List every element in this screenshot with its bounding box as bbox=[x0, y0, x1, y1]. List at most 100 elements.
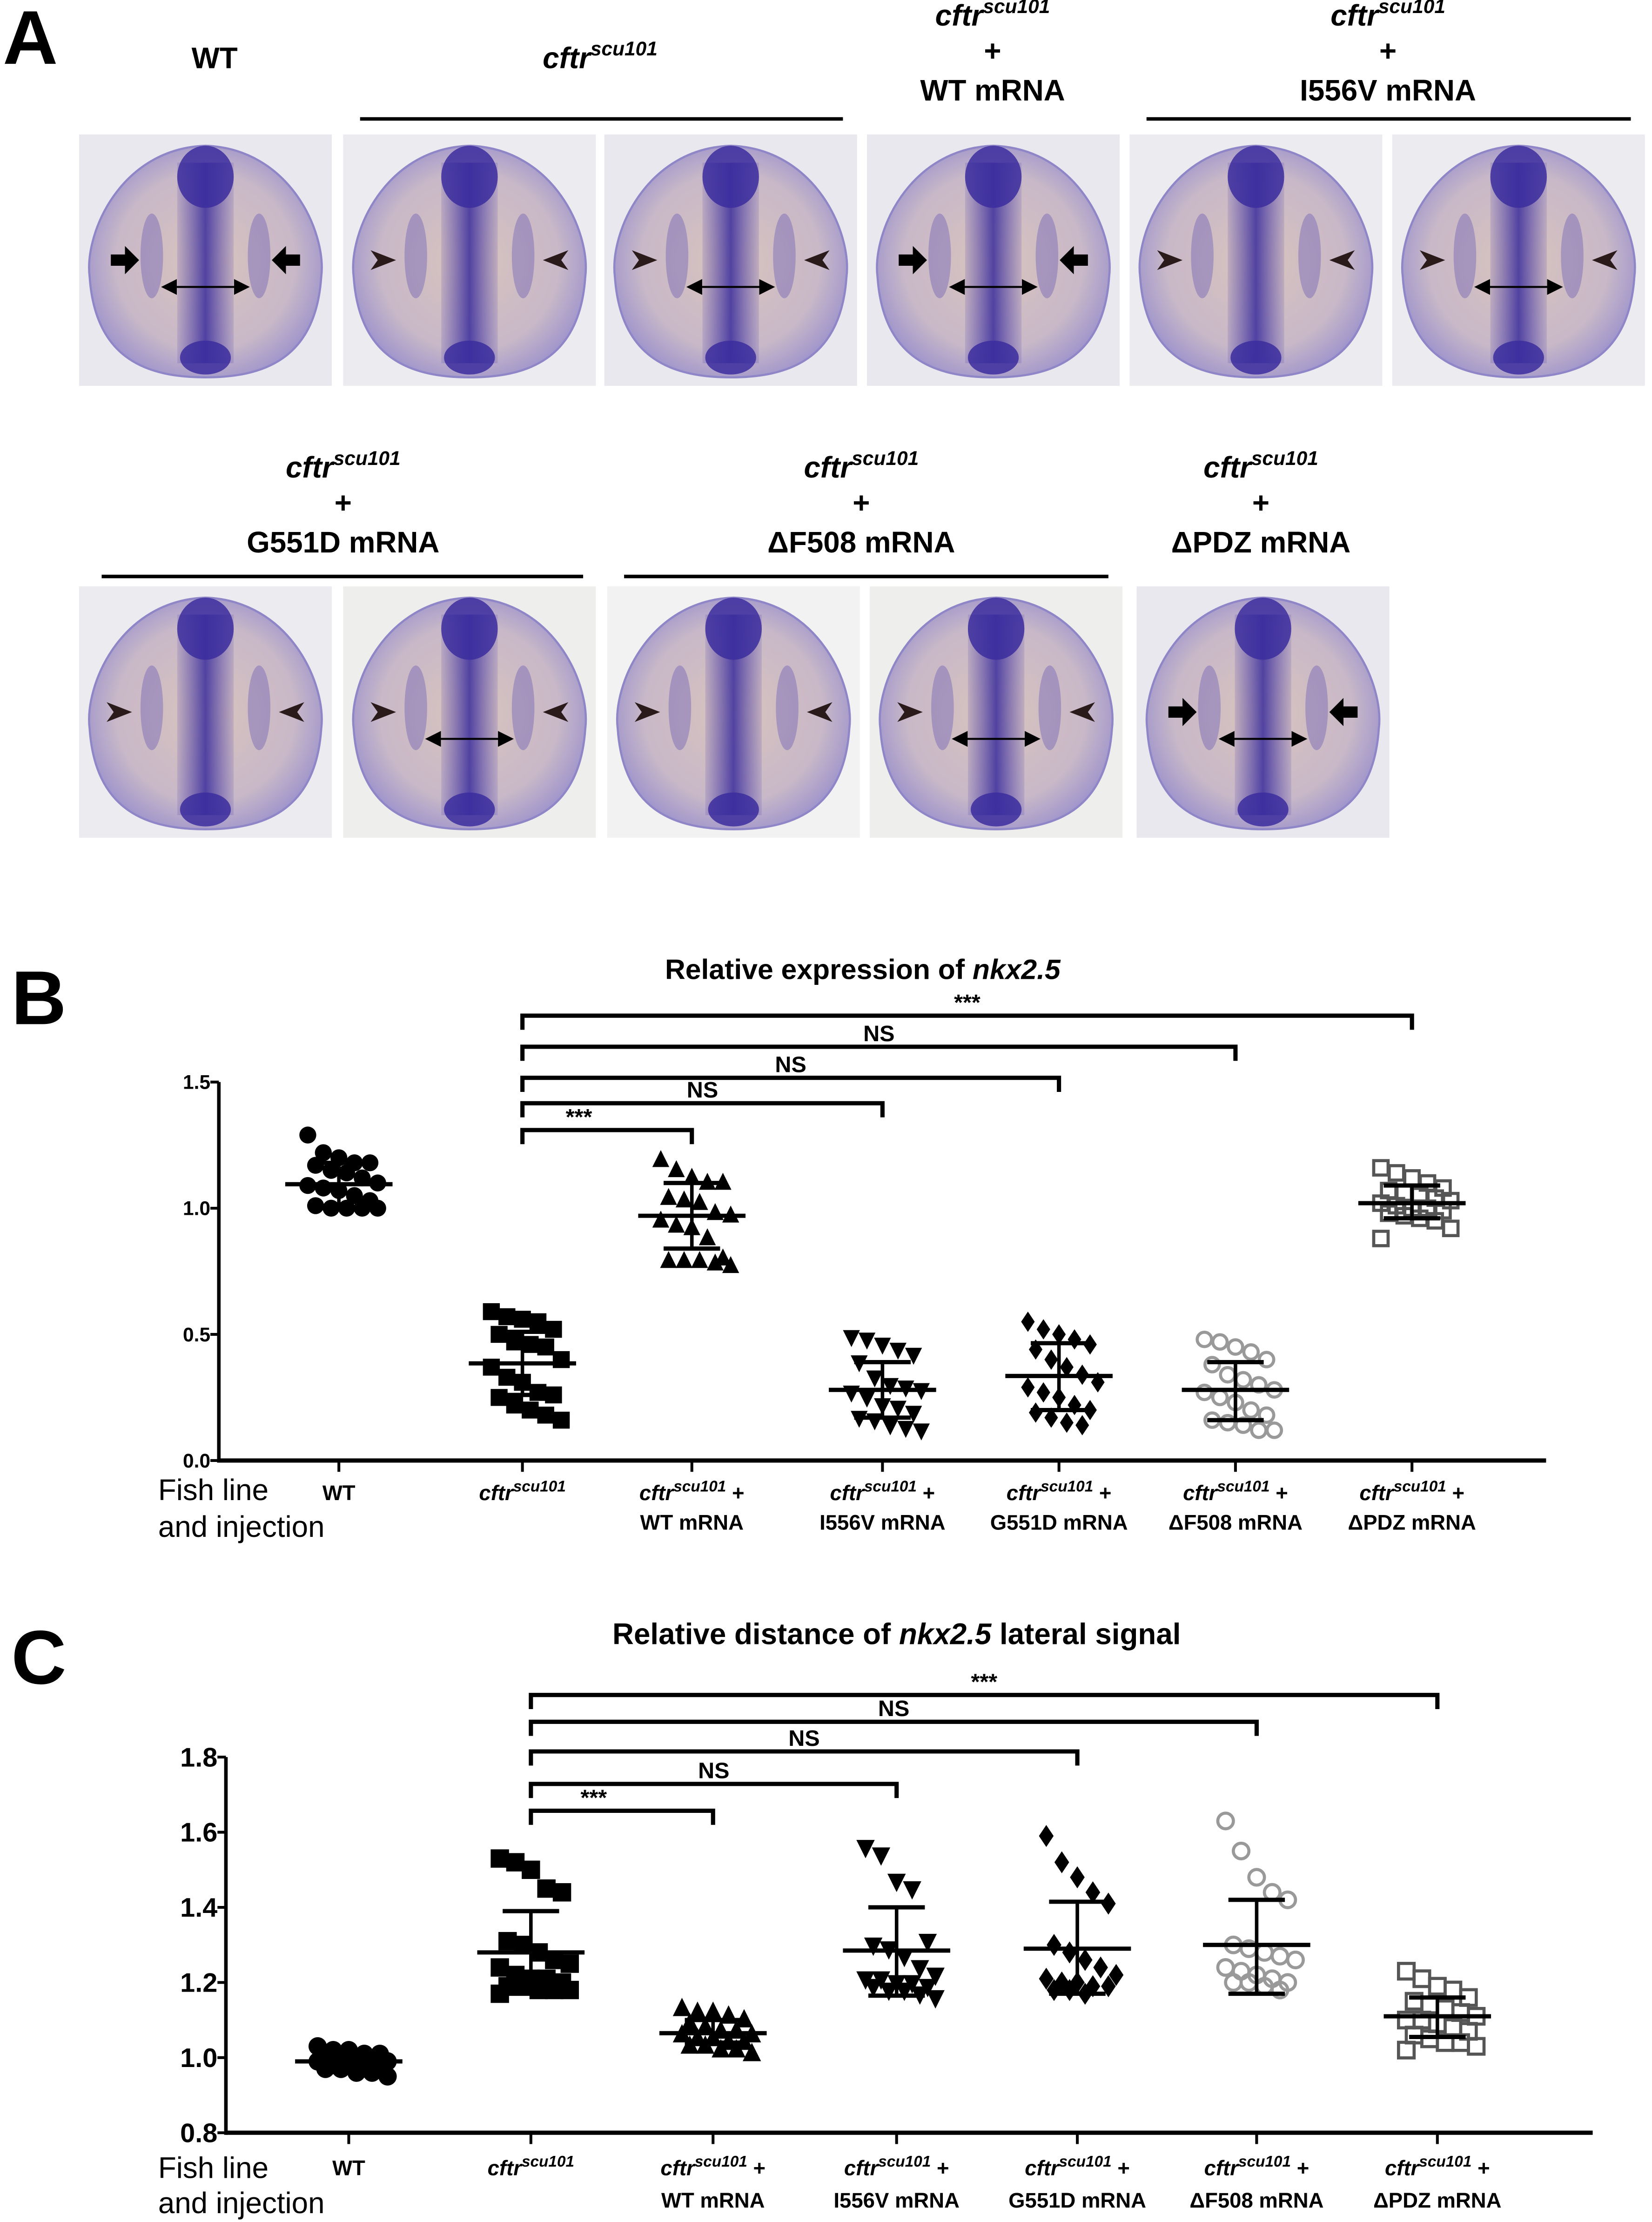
data-point bbox=[1265, 1421, 1283, 1439]
data-point bbox=[889, 1401, 907, 1418]
category-superscript: scu101 bbox=[1238, 2153, 1291, 2170]
significance-label: *** bbox=[954, 990, 980, 1015]
y-tick-label: 1.0 bbox=[183, 1198, 210, 1219]
bracket-line bbox=[529, 1782, 899, 1798]
data-point bbox=[652, 1211, 670, 1228]
lateral-signal-right bbox=[511, 665, 535, 750]
data-point bbox=[874, 1338, 891, 1355]
data-point bbox=[322, 1162, 340, 1179]
category-genotype: cftr bbox=[1025, 2156, 1060, 2180]
series-triangle-down bbox=[829, 1330, 936, 1441]
arrowhead-icon bbox=[804, 250, 830, 270]
lateral-signal-right bbox=[1038, 665, 1061, 750]
data-point bbox=[1054, 1851, 1069, 1873]
category-injection: ΔF508 mRNA bbox=[1189, 2188, 1323, 2212]
embryo-anterior-signal bbox=[177, 598, 234, 660]
series-circle bbox=[285, 1126, 393, 1217]
data-point bbox=[911, 1960, 929, 1979]
bracket-line bbox=[520, 1101, 885, 1118]
category-genotype: cftr bbox=[830, 1481, 866, 1505]
header-genotype: cftrscu101 bbox=[286, 447, 401, 484]
y-tick-label: 0.8 bbox=[180, 2118, 217, 2148]
data-point bbox=[1442, 1219, 1460, 1238]
data-point bbox=[1250, 1376, 1268, 1394]
data-point bbox=[552, 1412, 570, 1429]
header-plus: + bbox=[1252, 486, 1269, 519]
category-genotype: cftr bbox=[844, 2156, 880, 2180]
data-point bbox=[1257, 1406, 1276, 1424]
header-wt: WT bbox=[192, 41, 238, 74]
category-injection: G551D mRNA bbox=[1008, 2188, 1146, 2212]
embryo-posterior-signal bbox=[705, 340, 756, 375]
arrow-icon bbox=[1060, 246, 1088, 275]
bracket-line bbox=[520, 1076, 1061, 1092]
data-point bbox=[858, 1333, 876, 1350]
data-point bbox=[338, 1164, 356, 1182]
header-plus: + bbox=[335, 486, 352, 519]
data-point bbox=[905, 1406, 922, 1423]
header-genotype: cftrscu101 bbox=[543, 38, 658, 74]
data-point bbox=[1047, 1979, 1061, 2001]
data-point bbox=[498, 1368, 516, 1386]
title-text: Relative distance of bbox=[612, 1617, 899, 1650]
x-axis-label: Fish line bbox=[158, 1473, 269, 1507]
data-point bbox=[887, 1873, 906, 1892]
significance-bracket: NS bbox=[529, 1696, 1259, 1736]
header-plus: + bbox=[984, 34, 1001, 67]
data-point bbox=[1397, 2040, 1416, 2060]
embryo-micrograph bbox=[1129, 134, 1383, 386]
category-label: cftrscu101 + bbox=[1204, 2153, 1310, 2180]
category-superscript: scu101 bbox=[1059, 2153, 1112, 2170]
category-genotype: cftr bbox=[1204, 2156, 1240, 2180]
panel-b-chart: B Relative expression of nkx2.50.00.51.0… bbox=[11, 953, 1546, 1543]
category-plus: + bbox=[1446, 1481, 1464, 1505]
series-open-circle bbox=[1203, 1811, 1310, 2000]
data-point bbox=[926, 1990, 945, 2009]
allele-superscript: scu101 bbox=[591, 38, 658, 60]
bracket-line bbox=[529, 1719, 1259, 1736]
data-point bbox=[537, 1338, 554, 1356]
embryo-micrograph bbox=[79, 586, 332, 838]
data-point bbox=[1250, 1421, 1268, 1439]
bracket-line bbox=[520, 1128, 694, 1145]
data-point bbox=[675, 1190, 693, 1208]
data-point bbox=[714, 1172, 732, 1190]
series-triangle-down bbox=[843, 1840, 951, 2009]
data-point bbox=[1039, 1967, 1054, 1990]
series-triangle-up bbox=[638, 1150, 746, 1273]
data-point bbox=[706, 1253, 724, 1271]
embryo-posterior-signal bbox=[708, 792, 759, 827]
category-superscript: scu101 bbox=[1041, 1478, 1093, 1495]
x-axis-label: Fish line bbox=[158, 2151, 269, 2184]
data-point bbox=[1211, 1388, 1229, 1407]
genotype-name: cftr bbox=[543, 41, 592, 74]
category-label: cftrscu101 + bbox=[1359, 1478, 1464, 1505]
lateral-signal-right bbox=[1035, 213, 1059, 298]
category-label: WT bbox=[322, 1481, 356, 1505]
x-axis-label: and injection bbox=[158, 2186, 325, 2220]
data-point bbox=[315, 1179, 332, 1197]
genotype-name: cftr bbox=[1203, 451, 1253, 484]
allele-superscript: scu101 bbox=[852, 447, 919, 469]
series-triangle-up bbox=[659, 1998, 767, 2061]
data-point bbox=[552, 1351, 570, 1368]
data-point bbox=[903, 1881, 921, 1900]
significance-label: NS bbox=[775, 1052, 806, 1077]
lateral-signal-left bbox=[668, 665, 692, 750]
category-injection: ΔF508 mRNA bbox=[1168, 1511, 1303, 1535]
header-plus: + bbox=[853, 486, 870, 519]
embryo-posterior-signal bbox=[967, 340, 1019, 375]
y-tick-label: 1.0 bbox=[180, 2043, 217, 2073]
data-point bbox=[506, 1853, 525, 1872]
data-point bbox=[1039, 1825, 1054, 1847]
arrow-icon bbox=[899, 246, 927, 275]
data-point bbox=[1412, 1969, 1431, 1988]
data-point bbox=[522, 1860, 540, 1879]
data-point bbox=[315, 1144, 332, 1161]
header-injection: WT mRNA bbox=[920, 74, 1065, 107]
series-diamond bbox=[1023, 1825, 1131, 2005]
data-point bbox=[490, 1389, 508, 1406]
data-point bbox=[1286, 1950, 1305, 1970]
significance-label: NS bbox=[863, 1021, 894, 1046]
data-point bbox=[483, 1303, 500, 1320]
